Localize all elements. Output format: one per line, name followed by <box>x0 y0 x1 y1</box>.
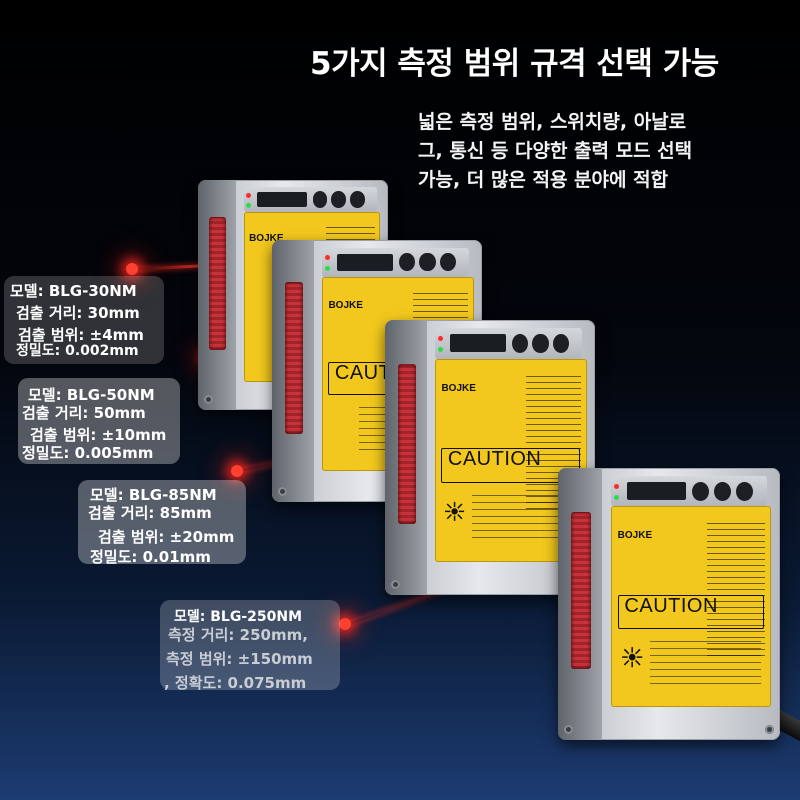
laser-dot <box>126 263 138 275</box>
caution-box: CAUTION <box>441 448 580 483</box>
spec-precision: 정밀도: 0.002mm <box>16 343 139 359</box>
laser-window <box>397 364 417 524</box>
spec-range: 검출 범위: ±4mm <box>18 326 144 344</box>
spec-range: 측정 범위: ±150mm <box>166 650 313 668</box>
spec-model: 모델: BLG-30NM <box>10 282 137 300</box>
spec-card: 모델: BLG-30NM 검출 거리: 30mm 검출 범위: ±4mm 정밀도… <box>4 276 164 364</box>
laser-window <box>284 281 304 434</box>
control-panel <box>243 186 377 213</box>
spec-model: 모델: BLG-250NM <box>174 609 302 625</box>
display <box>337 253 393 271</box>
spec-distance: 측정 거리: 250mm, <box>168 626 308 644</box>
laser-dot <box>339 618 351 630</box>
control-panel <box>611 476 767 507</box>
spec-model: 모델: BLG-85NM <box>90 486 217 504</box>
spec-precision: 정밀도: 0.005mm <box>22 444 154 462</box>
display <box>450 334 506 353</box>
laser-warning-icon <box>621 646 643 668</box>
laser-warning-icon <box>445 501 465 521</box>
display <box>626 482 686 501</box>
spec-range: 검출 범위: ±10mm <box>30 426 167 444</box>
yellow-label: BOJKE CAUTION <box>611 506 772 708</box>
spec-card: 모델: BLG-50NM 검출 거리: 50mm 검출 범위: ±10mm 정밀… <box>18 378 180 464</box>
spec-distance: 검출 거리: 30mm <box>16 304 140 322</box>
brand-logo: BOJKE <box>249 232 284 244</box>
spec-range: 검출 범위: ±20mm <box>98 528 235 546</box>
laser-sensor: BOJKE CAUTION <box>558 468 780 740</box>
spec-model: 모델: BLG-50NM <box>28 386 155 404</box>
spec-precision: 정밀도: 0.01mm <box>90 548 211 566</box>
laser-dot <box>231 465 243 477</box>
subtext-line: 그, 통신 등 다양한 출력 모드 선택 <box>418 140 693 162</box>
control-panel <box>322 247 470 277</box>
control-panel <box>435 328 583 359</box>
laser-window <box>571 511 592 670</box>
subtext-line: 넓은 측정 범위, 스위치량, 아날로 <box>418 111 687 133</box>
caution-text: CAUTION <box>624 594 718 617</box>
brand-logo: BOJKE <box>328 299 363 311</box>
spec-card: 모델: BLG-85NM 검출 거리: 85mm 검출 범위: ±20mm 정밀… <box>78 480 246 566</box>
display <box>256 191 308 208</box>
spec-precision: , 정확도: 0.075mm <box>164 674 307 692</box>
spec-distance: 검출 거리: 85mm <box>88 504 212 522</box>
brand-logo: BOJKE <box>441 382 476 394</box>
laser-beam <box>131 264 208 271</box>
spec-distance: 검출 거리: 50mm <box>22 404 146 422</box>
caution-box: CAUTION <box>617 594 764 629</box>
laser-window <box>209 216 227 351</box>
subtext-line: 가능, 더 많은 적용 분야에 적합 <box>418 169 669 191</box>
brand-logo: BOJKE <box>617 530 653 542</box>
subtext: 넓은 측정 범위, 스위치량, 아날로 그, 통신 등 다양한 출력 모드 선택… <box>418 108 788 195</box>
headline: 5가지 측정 범위 규격 선택 가능 <box>310 46 719 82</box>
spec-card: 모델: BLG-250NM 측정 거리: 250mm, 측정 범위: ±150m… <box>160 600 340 692</box>
caution-text: CAUTION <box>447 448 542 471</box>
